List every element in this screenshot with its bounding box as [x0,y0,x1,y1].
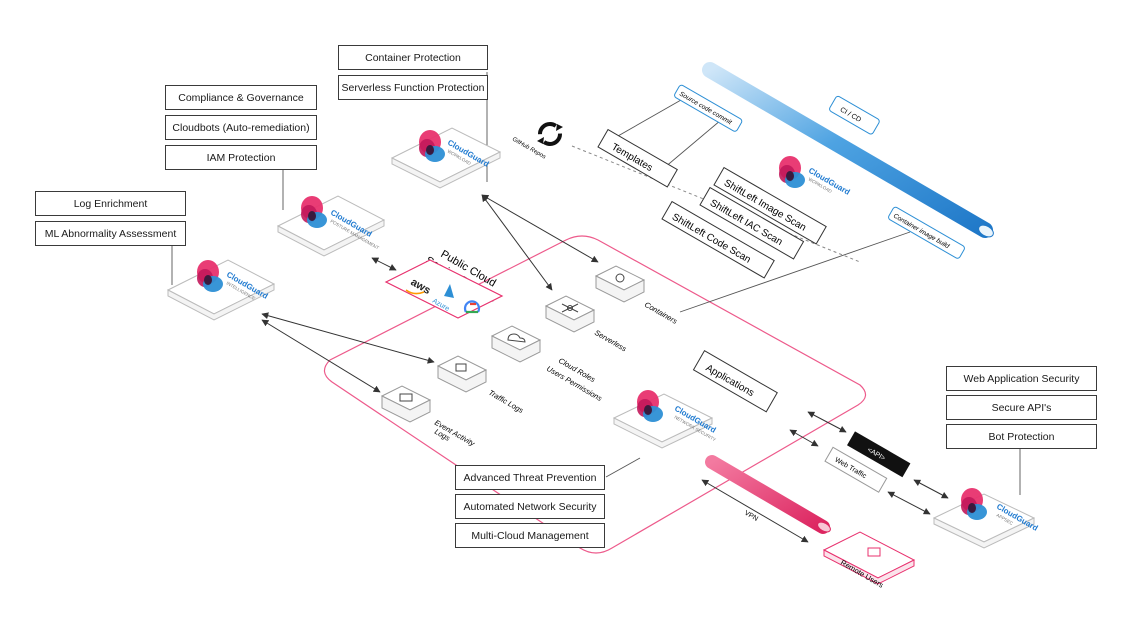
cloudguard-workload-node: CloudGuard WORKLOAD [390,127,502,189]
laptop-icon [867,547,881,557]
serverless-tile: Serverless [544,295,628,354]
api-badge: <API> [847,431,911,478]
secure-api-box: Secure API's [946,395,1097,420]
cloudbots-box: Cloudbots (Auto-remediation) [165,115,317,140]
cloud-roles-tile: Cloud Roles Users Permissions [490,325,604,403]
serverless-icon [561,303,579,313]
advanced-threat-box: Advanced Threat Prevention [455,465,605,490]
svg-text:Source code commit: Source code commit [678,91,734,127]
event-log-icon [399,393,413,402]
bot-protection-box: Bot Protection [946,424,1097,449]
automated-network-box: Automated Network Security [455,494,605,519]
svg-text:Traffic Logs: Traffic Logs [487,388,525,415]
containers-icon [615,273,625,283]
containers-tile: Containers [594,265,679,326]
traffic-log-icon [455,363,467,372]
svg-text:Container image build: Container image build [892,213,951,251]
github-repo: GitHub Repos [511,122,563,161]
cicd-pipe [702,62,994,238]
web-app-security-box: Web Application Security [946,366,1097,391]
svg-text:Serverless: Serverless [593,328,628,354]
gcp-icon [463,300,481,314]
compliance-box: Compliance & Governance [165,85,317,110]
cloudguard-posture-node: CloudGuard POSTURE MANAGEMENT [276,195,386,257]
pipeline-dashed-line [571,145,861,263]
aws-smile-icon [405,289,425,295]
multi-cloud-box: Multi-Cloud Management [455,523,605,548]
vpn-pipe [705,455,831,534]
cloud-providers-card: aws Azure [384,259,504,319]
applications-label: Applications [692,350,778,413]
event-logs-tile: Event Activity Logs [380,385,477,449]
serverless-protection-box: Serverless Function Protection [338,75,488,100]
cicd-label: CI / CD [829,95,880,135]
remote-users-card: Remote Users [822,531,916,590]
container-protection-box: Container Protection [338,45,488,70]
ml-abnormality-box: ML Abnormality Assessment [35,221,186,246]
arrows [261,194,949,543]
log-enrichment-box: Log Enrichment [35,191,186,216]
traffic-logs-tile: Traffic Logs [436,355,525,415]
iam-protection-box: IAM Protection [165,145,317,170]
cloudguard-intelligence-node: CloudGuard INTELLIGENCE [166,259,276,321]
azure-icon [444,284,454,298]
templates-label: Templates [597,128,678,188]
cloudguard-appsec-node: CloudGuard APPSEC [932,488,1040,549]
svg-text:Containers: Containers [643,300,679,326]
cloudguard-pipeline-logo: CloudGuard WORKLOAD [779,156,852,197]
cloudguard-network-node: CloudGuard NETWORK SECURITY [612,390,718,449]
cloud-icon [507,333,526,343]
